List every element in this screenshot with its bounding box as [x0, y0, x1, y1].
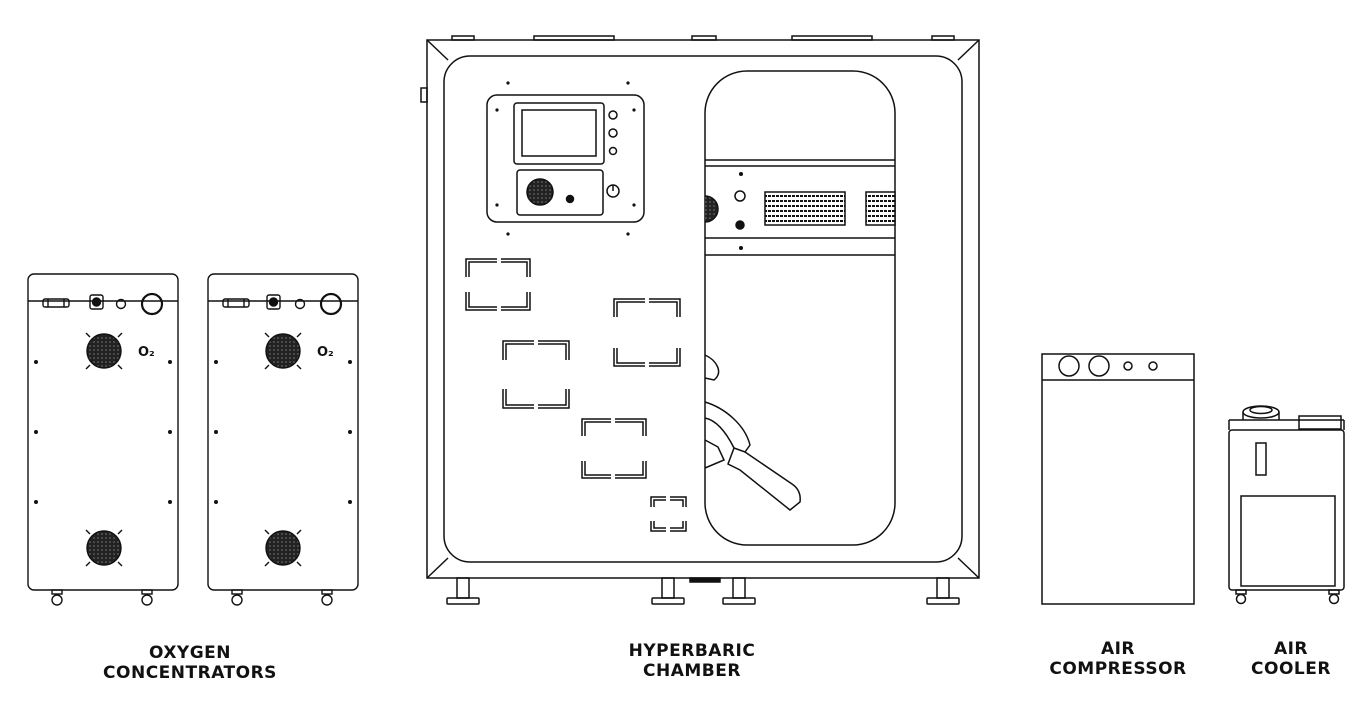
compressor-body — [1041, 353, 1195, 605]
pressure-gauge-icon — [1058, 355, 1080, 377]
label-line: CHAMBER — [643, 661, 741, 681]
gas-connector-icon — [222, 298, 250, 308]
indicator-light-icon — [1123, 361, 1133, 371]
oxygen-concentrator-1 — [27, 273, 179, 606]
chamber-panel — [443, 55, 963, 563]
label-air-compressor: AIR COMPRESSOR — [1018, 639, 1218, 679]
label-air-cooler: AIR COOLER — [1226, 639, 1356, 679]
fan-icon — [526, 178, 554, 206]
label-line: AIR — [1100, 639, 1136, 659]
gas-connector-icon — [42, 298, 70, 308]
cooler-access-panel — [1240, 495, 1336, 587]
chamber-frame — [426, 39, 980, 579]
chamber-seat — [704, 354, 801, 511]
leveling-foot-icon — [446, 577, 480, 605]
air-cooler — [1228, 405, 1345, 605]
cooler-body — [1228, 429, 1345, 591]
concentrator-body — [27, 273, 179, 591]
display-screen — [513, 102, 605, 165]
mounting-bracket — [650, 496, 687, 532]
fan-icon — [85, 332, 123, 370]
outlet-port-icon — [319, 292, 343, 316]
fan-icon — [264, 529, 302, 567]
o2-symbol: O₂ — [138, 345, 155, 360]
leveling-foot-icon — [651, 577, 685, 605]
power-switch-icon — [89, 294, 104, 310]
leveling-foot-icon — [722, 577, 756, 605]
label-line: CONCENTRATORS — [103, 663, 277, 683]
caster-wheel-icon — [1235, 589, 1247, 605]
label-line: OXYGEN — [148, 643, 232, 663]
label-line: HYPERBARIC — [628, 641, 756, 661]
mounting-bracket — [581, 418, 647, 479]
label-hyperbaric-chamber: HYPERBARIC CHAMBER — [580, 641, 804, 681]
level-window — [1255, 442, 1267, 476]
label-line: AIR — [1273, 639, 1309, 659]
vent-grille — [865, 191, 896, 226]
mounting-bracket — [502, 340, 570, 409]
pressure-gauge-icon — [1088, 355, 1110, 377]
indicator-light-icon — [1148, 361, 1158, 371]
concentrator-body — [207, 273, 359, 591]
label-line: COMPRESSOR — [1049, 659, 1187, 679]
power-switch-icon — [266, 294, 281, 310]
label-oxygen-concentrators: OXYGEN CONCENTRATORS — [60, 643, 320, 683]
fan-icon — [85, 529, 123, 567]
indicator-light-icon — [294, 298, 306, 310]
label-line: COOLER — [1251, 659, 1331, 679]
vent-grille — [764, 191, 846, 226]
hyperbaric-chamber — [420, 35, 980, 605]
caster-wheel-icon — [51, 589, 63, 606]
fan-icon — [264, 332, 302, 370]
o2-symbol: O₂ — [317, 345, 334, 360]
oxygen-concentrator-2 — [207, 273, 359, 606]
caster-wheel-icon — [1328, 589, 1340, 605]
mounting-bracket — [613, 298, 681, 367]
leveling-foot-icon — [926, 577, 960, 605]
indicator-light-icon — [115, 298, 127, 310]
caster-wheel-icon — [321, 589, 333, 606]
caster-wheel-icon — [141, 589, 153, 606]
mounting-bracket — [465, 258, 531, 311]
cooler-cap-icon — [1242, 405, 1280, 419]
caster-wheel-icon — [231, 589, 243, 606]
air-compressor — [1041, 353, 1195, 605]
chamber-window — [704, 70, 896, 546]
outlet-port-icon — [140, 292, 164, 316]
control-panel — [486, 81, 645, 236]
